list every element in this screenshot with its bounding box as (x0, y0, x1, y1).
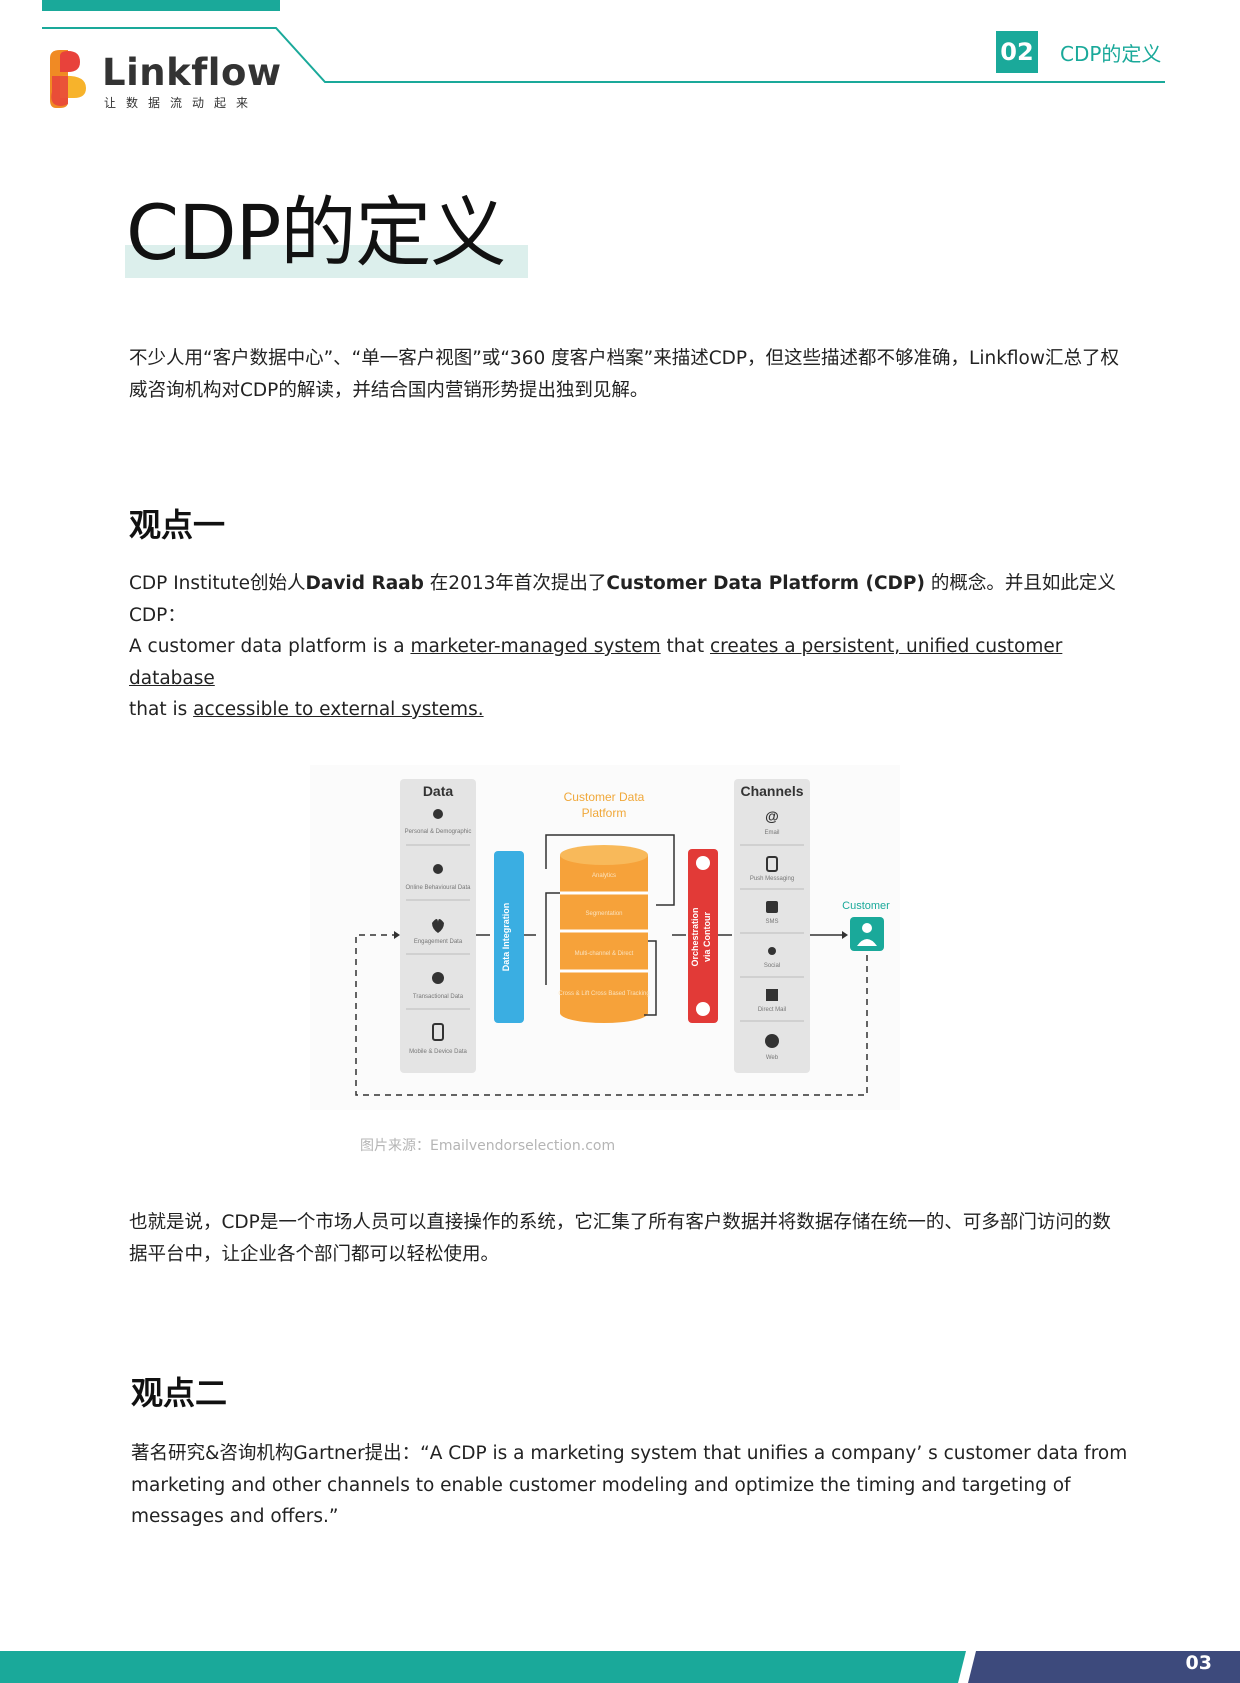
accessible-phrase: accessible to external systems. (193, 699, 484, 720)
svg-text:Social: Social (764, 963, 780, 969)
globe-icon (765, 1034, 779, 1048)
cdp-database-stack: Analytics Segmentation Multi-channel & D… (558, 845, 650, 1023)
orchestration-label-2: via Contour (702, 912, 712, 962)
svg-text:Segmentation: Segmentation (585, 911, 622, 917)
channels-column-title: Channels (740, 783, 803, 799)
svg-text:Multi-channel & Direct: Multi-channel & Direct (575, 951, 634, 957)
heart-icon (432, 919, 444, 933)
at-icon: @ (765, 808, 779, 824)
header-divider-line (42, 27, 1165, 83)
svg-text:Direct Mail: Direct Mail (758, 1007, 786, 1013)
summary-paragraph: 也就是说，CDP是一个市场人员可以直接操作的系统，它汇集了所有客户数据并将数据存… (129, 1212, 1111, 1265)
mobile-icon (432, 1023, 444, 1041)
sms-icon (766, 901, 778, 913)
point-two-paragraph: 著名研究&咨询机构Gartner提出：“A CDP is a marketing… (131, 1443, 1128, 1527)
gear-icon (696, 1002, 710, 1016)
svg-text:Email: Email (764, 830, 779, 836)
logo-mark-icon (50, 50, 86, 108)
point-two-heading: 观点二 (131, 1374, 228, 1412)
point-one-heading: 观点一 (129, 506, 226, 544)
data-column-title: Data (423, 783, 454, 799)
intro-paragraph: 不少人用“客户数据中心”、“单一客户视图”或“360 度客户档案”来描述CDP，… (129, 348, 1120, 401)
orchestration-label: Orchestration (690, 907, 700, 966)
svg-text:Cross & Lift Cross Based Track: Cross & Lift Cross Based Tracking (558, 991, 649, 997)
customer-label: Customer (842, 900, 890, 912)
persistent-database-phrase: creates a persistent, unified customer d… (129, 636, 1063, 689)
logo-wordmark: Linkflow (102, 51, 282, 94)
page-title: CDP的定义 (126, 188, 506, 277)
data-item: Personal & Demographic (405, 829, 472, 835)
data-item: Engagement Data (414, 939, 463, 945)
gear-icon (696, 856, 710, 870)
chapter-number-badge: 02 (996, 31, 1038, 73)
person-icon (433, 809, 443, 819)
data-item: Transactional Data (413, 994, 464, 1000)
linkflow-logo: Linkflow 让数据流动起来 (46, 50, 281, 112)
mail-icon (766, 989, 778, 1001)
cdp-architecture-diagram: Data Personal & Demographic Online Behav… (310, 765, 900, 1110)
point-one-paragraph: CDP Institute创始人David Raab 在2013年首次提出了Cu… (129, 573, 1116, 720)
svg-text:Analytics: Analytics (592, 873, 616, 879)
share-icon (768, 947, 776, 955)
customer-icon (850, 917, 884, 951)
image-caption: 图片来源：Emailvendorselection.com (360, 1138, 616, 1154)
data-integration-bar (494, 851, 524, 1023)
chapter-title: CDP的定义 (1060, 42, 1162, 66)
cdp-title: Customer Data (564, 790, 645, 804)
coin-icon (432, 972, 444, 984)
header-accent-bar (42, 0, 280, 11)
title-highlight (125, 245, 528, 278)
orchestration-bar (688, 849, 718, 1023)
logo-tagline: 让数据流动起来 (104, 96, 259, 110)
marketer-managed-phrase: marketer-managed system (410, 636, 661, 657)
svg-text:Push Messaging: Push Messaging (750, 876, 794, 882)
channels-column (734, 779, 810, 1073)
behaviour-icon (433, 864, 443, 874)
integration-label: Data Integration (501, 903, 511, 972)
push-icon (766, 856, 778, 872)
svg-text:SMS: SMS (765, 919, 778, 925)
footer-band (0, 1651, 1240, 1683)
cdp-subtitle: Platform (582, 806, 627, 820)
data-item: Mobile & Device Data (409, 1049, 467, 1055)
page-number: 03 (1185, 1652, 1212, 1674)
data-item: Online Behavioural Data (405, 885, 471, 891)
svg-text:Web: Web (766, 1055, 779, 1061)
